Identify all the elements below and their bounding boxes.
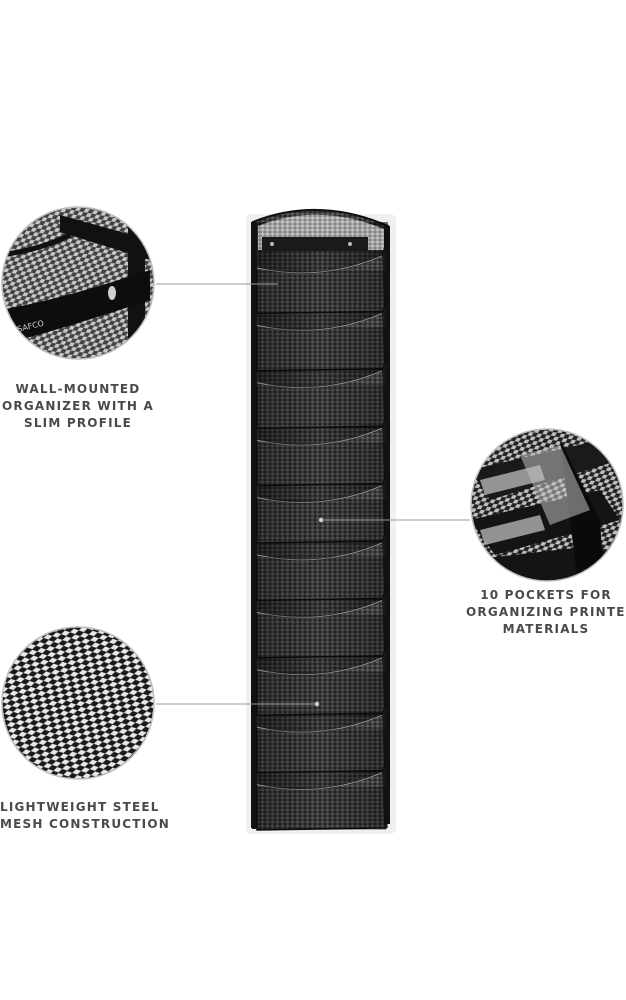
left-rail <box>251 222 257 828</box>
callout-mesh: LIGHTWEIGHT STEEL MESH CONSTRUCTION <box>0 799 170 833</box>
callout-line: ORGANIZER WITH A <box>2 399 154 413</box>
pocket-closeup-icon <box>470 428 624 582</box>
callout-wall-mounted: WALL-MOUNTED ORGANIZER WITH A SLIM PROFI… <box>0 381 156 432</box>
callout-line: WALL-MOUNTED <box>15 382 141 396</box>
wall-file-organizer <box>251 209 390 831</box>
pocket-shade <box>257 327 386 371</box>
callout-line: LIGHTWEIGHT STEEL <box>0 800 160 814</box>
callout-line: MATERIALS <box>502 622 590 636</box>
callout-line: MESH CONSTRUCTION <box>0 817 170 831</box>
callout-line: ORGANIZING PRINTED <box>466 605 626 619</box>
callout-line: SLIM PROFILE <box>23 416 132 430</box>
leader-dot-pockets <box>318 517 324 523</box>
pocket-shade <box>257 671 386 716</box>
callout-pockets: 10 POCKETS FOR ORGANIZING PRINTED MATERI… <box>466 587 626 638</box>
leader-dot-mesh <box>314 701 320 707</box>
pocket-shade <box>257 384 386 429</box>
callout-line: 10 POCKETS FOR <box>480 588 612 602</box>
bracket-closeup-icon: SAFCO <box>1 206 155 360</box>
pocket-shade <box>257 786 386 830</box>
pocket-shade <box>257 442 386 486</box>
pocket-shade <box>257 729 386 773</box>
pocket-shade <box>257 614 386 658</box>
mesh-closeup-icon <box>1 626 155 780</box>
pocket-shade <box>257 270 386 314</box>
pocket-shade <box>257 557 386 601</box>
